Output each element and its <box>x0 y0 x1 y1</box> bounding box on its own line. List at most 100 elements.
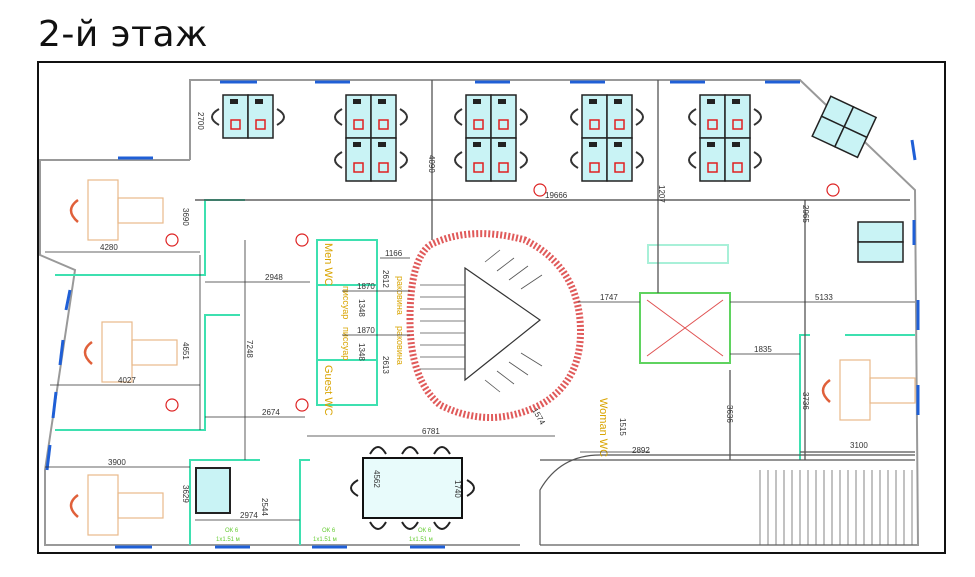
dimension-label: 3100 <box>850 441 868 450</box>
workstation <box>345 94 372 139</box>
chair-icon <box>230 119 241 130</box>
workstation <box>490 137 517 182</box>
chair-icon <box>635 151 644 169</box>
chair-icon <box>399 108 408 126</box>
phone-icon <box>378 99 386 104</box>
chair-icon <box>454 108 463 126</box>
workstation <box>581 94 608 139</box>
room-label-sink: раковина <box>395 276 405 315</box>
phone-icon <box>230 99 238 104</box>
phone-icon <box>378 142 386 147</box>
interior-walls <box>55 199 915 545</box>
phone-icon <box>473 99 481 104</box>
svg-text:1x1.51 м: 1x1.51 м <box>409 537 433 543</box>
chair-icon <box>519 108 528 126</box>
dimension-label: 2892 <box>632 446 650 455</box>
chair-icon <box>614 162 625 173</box>
svg-text:ОК 6: ОК 6 <box>322 528 336 534</box>
meeting-table <box>362 457 463 519</box>
chair-icon <box>69 198 79 223</box>
chair-icon <box>454 151 463 169</box>
room-label-woman-wc: Woman WC <box>597 398 609 457</box>
chair-icon <box>378 162 389 173</box>
dimension-label: 1835 <box>754 345 772 354</box>
executive-desk <box>69 474 164 536</box>
dimension-label: 2613 <box>381 356 390 374</box>
chair-icon <box>473 119 484 130</box>
chair-icon <box>378 119 389 130</box>
dimension-label: 2965 <box>801 205 810 223</box>
phone-icon <box>614 99 622 104</box>
chair-icon <box>498 119 509 130</box>
chair-icon <box>401 521 419 530</box>
room-label-urinal: писсуар <box>341 327 351 360</box>
staircase <box>406 230 584 421</box>
dimension-label: 4090 <box>427 155 436 173</box>
dimension-label: 2612 <box>381 270 390 288</box>
chair-icon <box>519 151 528 169</box>
chair-icon <box>401 446 419 455</box>
chair-icon <box>69 493 79 518</box>
chair-icon <box>276 108 285 126</box>
workstation <box>370 94 397 139</box>
phone-icon <box>589 142 597 147</box>
chairs <box>350 446 475 530</box>
dimension-label: 6781 <box>422 427 440 436</box>
svg-text:ОК 6: ОК 6 <box>418 528 432 534</box>
dimension-label: 3900 <box>108 458 126 467</box>
chair-icon <box>334 151 343 169</box>
room-label-men-wc: Men WC <box>322 243 334 286</box>
dimension-label: 3736 <box>801 392 810 410</box>
workstation <box>465 94 492 139</box>
phone-icon <box>473 142 481 147</box>
dimension-label: 3636 <box>725 405 734 423</box>
phone-icon <box>353 142 361 147</box>
dimension-label: 1515 <box>618 418 627 436</box>
svg-text:1x1.51 м: 1x1.51 м <box>313 537 337 543</box>
window-label: ОК 6 1x1.51 м <box>313 528 337 543</box>
dimension-label: 1870 <box>357 282 375 291</box>
dimension-label: 3690 <box>181 208 190 226</box>
chair-icon <box>707 119 718 130</box>
chair-icon <box>369 521 387 530</box>
workstation <box>490 94 517 139</box>
dimension-label: 1747 <box>600 293 618 302</box>
chair-icon <box>433 446 451 455</box>
dimension-label: 4562 <box>372 470 381 488</box>
phone-icon <box>255 99 263 104</box>
chair-icon <box>255 119 266 130</box>
workstation <box>222 94 249 139</box>
dimension-label: 3629 <box>181 485 190 503</box>
chair-icon <box>473 162 484 173</box>
phone-icon <box>732 99 740 104</box>
chair-icon <box>466 479 475 497</box>
chair-icon <box>353 162 364 173</box>
chair-icon <box>589 162 600 173</box>
chair-icon <box>570 108 579 126</box>
dimension-lines <box>45 199 915 521</box>
room-label-urinal: писсуар <box>341 286 351 319</box>
dimension-label: 2544 <box>260 498 269 516</box>
phone-icon <box>498 142 506 147</box>
workstation <box>699 137 726 182</box>
corridor-curve <box>539 454 915 545</box>
dimension-label: 2948 <box>265 273 283 282</box>
svg-text:ОК 6: ОК 6 <box>225 528 239 534</box>
workstation <box>857 221 904 243</box>
room-label-guest-wc: Guest WC <box>322 365 334 416</box>
dimension-label: 4027 <box>118 376 136 385</box>
dimension-label: 1348 <box>357 299 366 317</box>
elevator-shaft <box>646 299 724 357</box>
workstation <box>195 467 231 514</box>
dimension-label: 2700 <box>196 112 205 130</box>
chair-icon <box>369 446 387 455</box>
chair-icon <box>821 378 831 403</box>
workstation <box>370 137 397 182</box>
executive-desk <box>69 179 164 241</box>
chair-icon <box>732 119 743 130</box>
dimension-label: 5133 <box>815 293 833 302</box>
workstation <box>699 94 726 139</box>
workstation <box>724 94 751 139</box>
chair-icon <box>350 479 359 497</box>
